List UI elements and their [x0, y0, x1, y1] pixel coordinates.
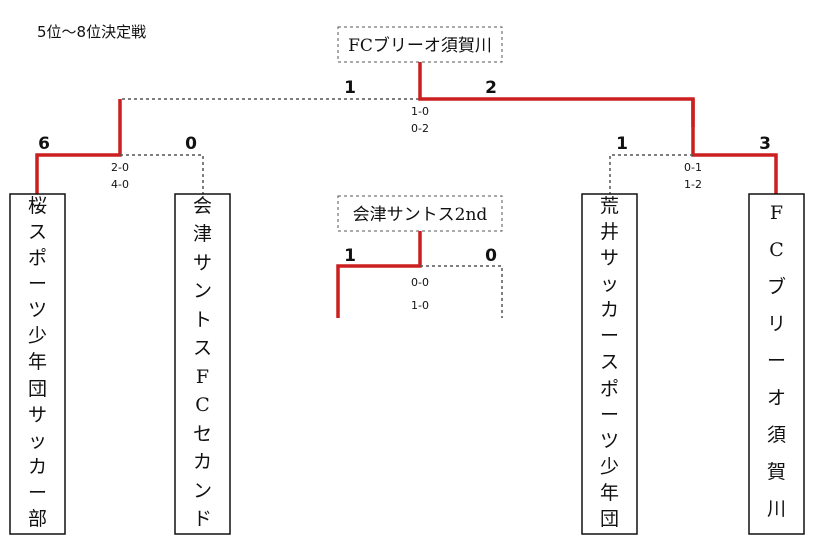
team-name-char: 部 [27, 507, 47, 530]
right-match-win-line [691, 99, 778, 194]
team-name-char: ポ [27, 247, 47, 270]
team-name-char: 団 [599, 507, 619, 530]
team-name-char: ト [192, 308, 212, 331]
team-name-char: 須 [766, 424, 786, 446]
third-match-left-score: 1 [344, 246, 356, 266]
right-match-half-1: 0-1 [684, 161, 702, 174]
team-name-char: ー [599, 403, 619, 426]
left-match-win-line [35, 99, 122, 194]
team-name-char: C [195, 394, 210, 417]
team-name-char: カ [599, 299, 619, 322]
team-name-char: ス [192, 337, 212, 360]
team-name-char: 少 [27, 325, 47, 348]
team-name-char: ン [192, 479, 212, 502]
team-name-char: サ [192, 251, 212, 274]
third-match-right-score: 0 [485, 246, 497, 266]
bracket-title: 5位～8位決定戦 [37, 23, 146, 41]
third-match-win-line [336, 231, 422, 318]
third-winner-label: 会津サントス2nd [353, 205, 488, 225]
final-half-2: 0-2 [411, 122, 429, 135]
team-box-4 [748, 193, 805, 535]
final-half-1: 1-0 [411, 105, 429, 118]
team-name-char: カ [192, 451, 212, 474]
team-name-char: ポ [599, 377, 619, 400]
team-name-char: 年 [599, 481, 619, 504]
team-name-char: F [769, 202, 784, 224]
team-box-1 [9, 193, 66, 535]
final-win-line [418, 62, 695, 127]
team-name-char: 団 [27, 377, 47, 400]
left-match-right-score: 0 [185, 134, 197, 154]
final-left-score: 1 [344, 78, 356, 98]
team-name-char: ド [192, 507, 212, 530]
team-box-3 [581, 193, 638, 535]
team-name-char: ー [27, 273, 47, 296]
right-match-left-score: 1 [616, 134, 628, 154]
team-name-char: 桜 [27, 195, 47, 217]
team-name-char: ブ [766, 276, 786, 298]
team-name-char: オ [766, 387, 786, 409]
team-name-char: サ [27, 403, 47, 426]
third-match-half-1: 0-0 [411, 276, 429, 289]
right-match-half-2: 1-2 [684, 178, 702, 191]
team-name-char: F [195, 365, 210, 388]
team-name-char: ス [599, 351, 619, 374]
team-name-3: 荒井サッカースポーツ少年団 [582, 197, 637, 529]
team-name-char: 荒 [599, 195, 619, 217]
team-box-2 [174, 193, 231, 535]
team-name-char: 少 [599, 455, 619, 478]
final-left-line [119, 98, 420, 127]
team-name-char: ン [192, 280, 212, 303]
team-name-char: カ [27, 455, 47, 478]
left-match-half-1: 2-0 [111, 161, 129, 174]
team-name-char: ッ [599, 273, 619, 296]
right-match-right-score: 3 [759, 134, 771, 154]
team-name-char: ツ [599, 429, 619, 452]
left-match-half-2: 4-0 [111, 178, 129, 191]
team-name-char: 川 [766, 498, 786, 520]
team-name-char: 賀 [766, 461, 786, 483]
right-match-lose-line [609, 154, 693, 194]
team-name-char: サ [599, 247, 619, 270]
team-name-char: ツ [27, 299, 47, 322]
final-winner-label: FCブリーオ須賀川 [348, 35, 492, 56]
final-right-score: 2 [485, 78, 497, 98]
team-name-char: 津 [192, 223, 212, 246]
team-name-char: C [769, 239, 784, 261]
team-name-char: 会 [192, 195, 212, 217]
team-name-char: ー [766, 350, 786, 372]
left-match-left-score: 6 [38, 134, 50, 154]
third-match-lose-line [420, 265, 503, 318]
team-name-char: ー [599, 325, 619, 348]
team-name-char: ス [27, 221, 47, 244]
team-name-char: ー [27, 481, 47, 504]
team-name-char: リ [766, 313, 786, 335]
team-name-char: セ [192, 422, 212, 445]
third-match-half-2: 1-0 [411, 299, 429, 312]
final-winner-box [337, 26, 503, 63]
team-name-1: 桜スポーツ少年団サッカー部 [10, 197, 65, 529]
team-name-char: ッ [27, 429, 47, 452]
third-winner-box [337, 195, 503, 232]
team-name-char: 年 [27, 351, 47, 374]
team-name-char: 井 [599, 221, 619, 244]
left-match-lose-line [120, 154, 204, 194]
